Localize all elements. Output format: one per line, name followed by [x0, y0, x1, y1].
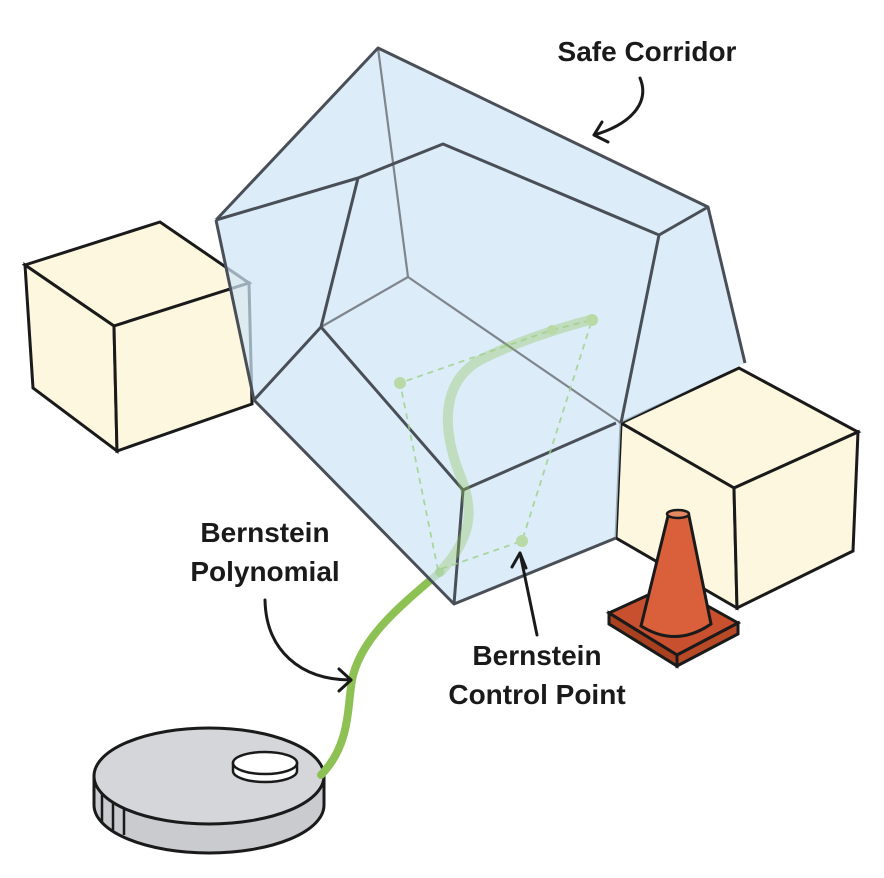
control-point-arrowhead [510, 551, 528, 570]
bernstein-control-point-label-line2: Control Point [448, 679, 625, 710]
bernstein-polynomial-arrow [263, 598, 353, 682]
callout-arrows [263, 76, 645, 693]
control-points [394, 314, 598, 547]
control-point [394, 377, 406, 389]
bernstein-polynomial-label-line1: Bernstein [200, 517, 329, 548]
robot-sensor-top [231, 750, 299, 776]
bernstein-control-point-label-line1: Bernstein [472, 640, 601, 671]
safe-corridor-polyhedron [214, 46, 747, 606]
corridor-front-edges [214, 46, 747, 606]
control-point [547, 325, 557, 335]
control-point-arrow [518, 551, 539, 637]
bernstein-polynomial-arrowhead [337, 667, 353, 693]
safe-corridor-label: Safe Corridor [558, 36, 737, 67]
safe-corridor-arrowhead [592, 120, 610, 144]
obstacle-cube-left [21, 220, 254, 455]
traffic-cone-icon [605, 508, 742, 669]
control-polygon [398, 318, 594, 571]
obstacle-cube-right [614, 366, 862, 611]
robot-icon [92, 726, 326, 855]
control-point [586, 314, 598, 326]
bernstein-polynomial-trajectory-outside [317, 568, 444, 779]
control-point [516, 535, 528, 547]
bernstein-polynomial-label-line2: Polynomial [190, 556, 339, 587]
safe-corridor-arrow [592, 76, 645, 137]
